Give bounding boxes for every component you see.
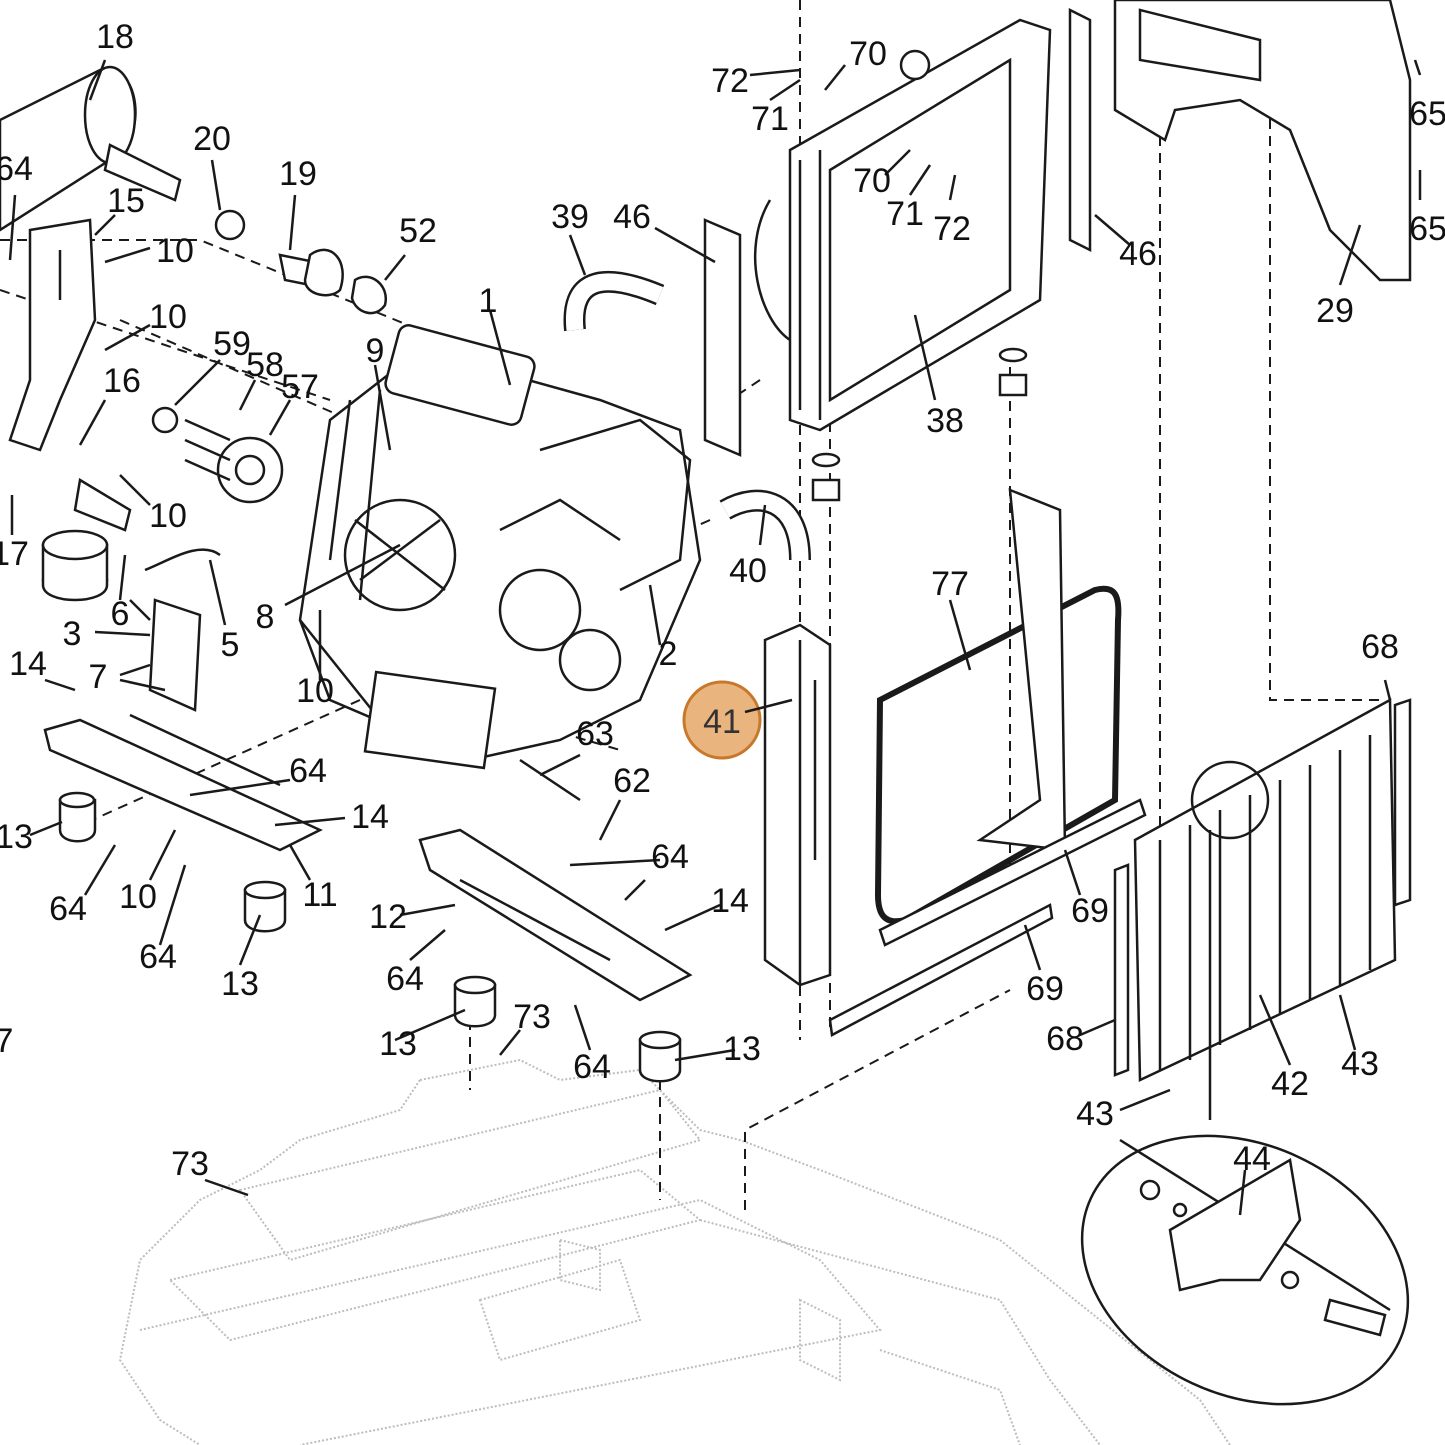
callout-10[interactable]: 10	[296, 672, 334, 710]
callout-13[interactable]: 13	[723, 1030, 761, 1068]
seal-strips[interactable]	[828, 798, 1147, 1037]
callout-64[interactable]: 64	[289, 752, 327, 790]
callout-70[interactable]: 70	[853, 162, 891, 200]
callout-14[interactable]: 14	[711, 882, 749, 920]
engine-assembly[interactable]	[298, 323, 702, 802]
callout-64[interactable]: 64	[49, 890, 87, 928]
callout-13[interactable]: 13	[221, 965, 259, 1003]
callout-29[interactable]: 29	[1316, 292, 1354, 330]
callout-64[interactable]: 64	[573, 1048, 611, 1086]
radiator-bushings[interactable]	[811, 347, 1028, 502]
callout-labels: 18 64 15 20 19 10 52 39 46 72 71 70 65 1…	[0, 18, 1445, 1183]
callout-38[interactable]: 38	[926, 402, 964, 440]
callout-69[interactable]: 69	[1026, 970, 1064, 1008]
control-box[interactable]	[129, 598, 202, 712]
left-bracket[interactable]	[8, 218, 97, 452]
side-strips[interactable]	[703, 7, 1092, 457]
callout-68[interactable]: 68	[1361, 628, 1399, 666]
callout-7[interactable]: 7	[89, 658, 108, 696]
callout-3[interactable]: 3	[63, 615, 82, 653]
callout-14[interactable]: 14	[351, 798, 389, 836]
callout-73[interactable]: 73	[513, 998, 551, 1036]
callout-9[interactable]: 9	[366, 332, 385, 370]
callout-58[interactable]: 58	[246, 346, 284, 384]
callout-65[interactable]: 65	[1409, 210, 1445, 248]
callout-73[interactable]: 73	[171, 1145, 209, 1183]
callout-15[interactable]: 15	[107, 182, 145, 220]
seal-frame[interactable]	[874, 488, 1122, 925]
callout-20[interactable]: 20	[193, 120, 231, 158]
callout-10[interactable]: 10	[119, 878, 157, 916]
callout-13[interactable]: 13	[0, 818, 33, 856]
chassis-frame	[118, 1058, 1231, 1445]
hub-parts[interactable]	[151, 406, 284, 504]
callout-70[interactable]: 70	[849, 35, 887, 73]
callout-8[interactable]: 8	[256, 598, 275, 636]
callout-10[interactable]: 10	[149, 497, 187, 535]
callout-6[interactable]: 6	[111, 595, 130, 633]
callout-2[interactable]: 2	[659, 635, 678, 673]
callout-44[interactable]: 44	[1233, 1140, 1271, 1178]
radiator-hoses[interactable]	[563, 270, 811, 561]
callout-17[interactable]: 17	[0, 535, 29, 573]
highlight-marker[interactable]	[682, 680, 793, 760]
callout-10[interactable]: 10	[156, 232, 194, 270]
callout-64[interactable]: 64	[651, 838, 689, 876]
callout-71[interactable]: 71	[886, 195, 924, 233]
callout-65[interactable]: 65	[1409, 95, 1445, 133]
callout-19[interactable]: 19	[279, 155, 317, 193]
callout-13[interactable]: 13	[379, 1025, 417, 1063]
hose-5[interactable]	[144, 548, 221, 572]
callout-69[interactable]: 69	[1071, 892, 1109, 930]
callout-42[interactable]: 42	[1271, 1065, 1309, 1103]
callout-12[interactable]: 12	[369, 898, 407, 936]
exhaust-parts[interactable]	[214, 209, 388, 315]
mount-plate-right[interactable]	[418, 828, 693, 1002]
callout-77[interactable]: 77	[931, 565, 969, 603]
callout-72[interactable]: 72	[933, 210, 971, 248]
callout-71[interactable]: 71	[751, 100, 789, 138]
callout-10[interactable]: 10	[149, 298, 187, 336]
mount-plate-left[interactable]	[43, 713, 323, 852]
callout-18[interactable]: 18	[96, 18, 134, 56]
callout-46[interactable]: 46	[613, 198, 651, 236]
callout-64[interactable]: 64	[139, 938, 177, 976]
radiator[interactable]	[754, 18, 1052, 432]
upright-post[interactable]	[763, 623, 832, 987]
callout-46[interactable]: 46	[1119, 235, 1157, 273]
callout-52[interactable]: 52	[399, 212, 437, 250]
callout-39[interactable]: 39	[551, 198, 589, 236]
detail-44[interactable]	[1038, 830, 1445, 1445]
callout-14[interactable]: 14	[9, 645, 47, 683]
callout-64[interactable]: 64	[386, 960, 424, 998]
callout-68[interactable]: 68	[1046, 1020, 1084, 1058]
callout-16[interactable]: 16	[103, 362, 141, 400]
callout-11[interactable]: 11	[302, 876, 337, 914]
callout-43[interactable]: 43	[1341, 1045, 1379, 1083]
muffler[interactable]	[0, 65, 182, 232]
callout-62[interactable]: 62	[613, 762, 651, 800]
callout-64[interactable]: 64	[0, 150, 33, 188]
callout-41-highlighted[interactable]: 41	[703, 703, 741, 741]
callout-5[interactable]: 5	[221, 626, 240, 664]
callout-43[interactable]: 43	[1076, 1095, 1114, 1133]
callout-leaders	[8, 59, 1422, 1216]
callout-72[interactable]: 72	[711, 62, 749, 100]
callout-1[interactable]: 1	[479, 282, 498, 320]
callout-7[interactable]: 7	[0, 1022, 13, 1060]
shroud-panel[interactable]	[1113, 0, 1412, 282]
rubber-mounts[interactable]	[58, 791, 682, 1083]
callout-40[interactable]: 40	[729, 552, 767, 590]
callout-57[interactable]: 57	[281, 368, 319, 406]
fuel-filter[interactable]	[41, 477, 132, 602]
radiator-screen[interactable]	[1113, 697, 1412, 1082]
callout-59[interactable]: 59	[213, 325, 251, 363]
callout-63[interactable]: 63	[576, 715, 614, 753]
